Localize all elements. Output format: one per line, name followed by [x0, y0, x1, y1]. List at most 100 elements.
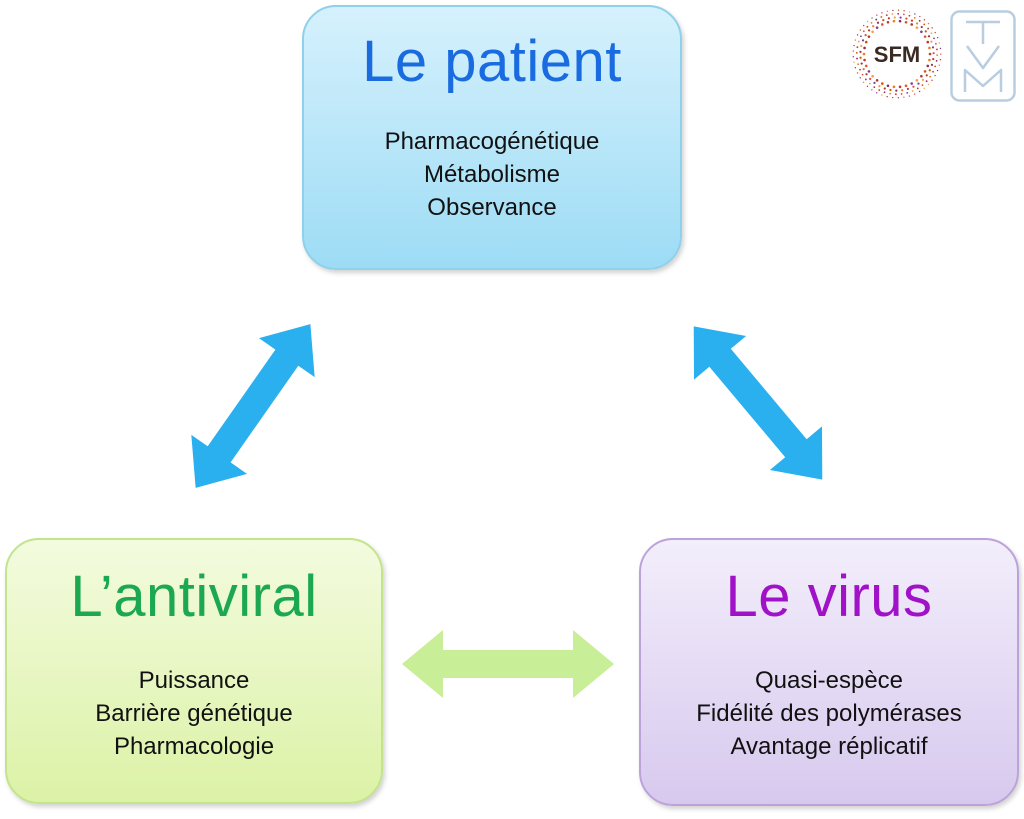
sfm-logo-dot: [876, 21, 880, 24]
sfm-logo-dot: [864, 64, 868, 68]
sfm-logo-dot: [862, 81, 865, 84]
sfm-logo-dot: [900, 93, 903, 95]
sfm-logo-dot: [932, 57, 935, 61]
sfm-logo-dot: [933, 37, 935, 40]
node-antiviral-items: Puissance Barrière génétique Pharmacolog…: [7, 664, 381, 763]
sfm-logo-dot: [934, 31, 936, 34]
sfm-logo-dot: [928, 69, 931, 72]
sfm-logo-dot: [936, 54, 939, 57]
sfm-logo-dot: [856, 57, 858, 60]
sfm-logo-dot: [923, 19, 926, 21]
node-patient-title: Le patient: [362, 29, 622, 94]
sfm-logo-dot: [853, 44, 855, 47]
node-item: Observance: [427, 194, 557, 221]
sfm-logo-dot: [913, 93, 916, 95]
sfm-logo-dot: [881, 94, 883, 96]
sfm-logo-dot: [872, 25, 875, 28]
sfm-logo-dot: [906, 91, 909, 94]
node-patient: Le patient Pharmacogénétique Métabolisme…: [302, 5, 682, 270]
sfm-logo-dot: [852, 56, 854, 58]
sfm-logo-dot: [936, 36, 939, 39]
sfm-logo-dot: [895, 89, 898, 92]
sfm-logo-dot: [856, 46, 859, 49]
sfm-logo-dot: [939, 59, 942, 61]
sfm-logo-dot: [903, 10, 905, 12]
sfm-logo-dot: [938, 42, 941, 44]
sfm-logo-dot: [930, 63, 934, 66]
sfm-logo-dot: [918, 90, 921, 93]
sfm-logo-dot: [857, 40, 860, 43]
sfm-logo-dot: [927, 35, 931, 38]
sfm-logo-dot: [873, 86, 876, 89]
sfm-logo-dot: [917, 82, 920, 85]
sfm-logo-dot: [855, 51, 858, 54]
sfm-logo-dot: [860, 35, 862, 38]
sfm-logo-dot: [932, 70, 934, 73]
sfm-logo-dot: [921, 78, 925, 81]
node-virus-title: Le virus: [725, 564, 933, 629]
sfm-logo-dot: [886, 20, 890, 24]
arrow-antiviral-patient: [191, 324, 315, 488]
sfm-logo-dot: [925, 80, 928, 83]
sfm-logo-dot: [926, 40, 930, 44]
sfm-logo-dot: [903, 96, 905, 98]
sfm-logo-dot: [926, 64, 930, 68]
sfm-logo-dot: [861, 73, 864, 76]
sfm-logo-dot: [862, 52, 866, 56]
sfm-logo-dot: [916, 22, 919, 25]
sfm-logo-dot: [924, 30, 927, 33]
sfm-logo-dot: [923, 87, 925, 90]
sfm-logo-dot: [923, 23, 926, 26]
sfm-logo-dot: [911, 90, 914, 92]
node-item: Quasi-espèce: [754, 667, 904, 694]
sfm-logo-dot: [931, 46, 935, 49]
sfm-logo-dot: [913, 17, 916, 19]
sfm-logo-dot: [906, 87, 910, 91]
sfm-logo-dot: [883, 91, 886, 94]
sfm-logo-dot: [878, 89, 881, 91]
sfm-logo-dot: [857, 63, 860, 66]
sfm-logo-dot: [882, 18, 885, 22]
node-virus: Le virus Quasi-espèce Fidélité des polym…: [639, 538, 1019, 806]
sfm-logo-dot: [905, 17, 908, 20]
sfm-logo-dot: [875, 26, 879, 29]
sfm-logo-dot: [880, 23, 884, 26]
sfm-logo-dot: [904, 20, 908, 24]
sfm-logo-dot: [866, 85, 869, 88]
sfm-logo-dot: [897, 97, 899, 99]
sfm-logo-dot: [920, 25, 923, 29]
sfm-logo-dot: [912, 85, 915, 88]
sfm-logo-dot: [854, 39, 857, 41]
tvm-logo-icon: [950, 10, 1016, 102]
sfm-logo-dot: [856, 72, 859, 74]
sfm-logo-dot: [861, 39, 865, 42]
sfm-logo-dot: [938, 64, 941, 66]
arrow-antiviral-virus: [402, 630, 614, 698]
sfm-logo-dot: [923, 35, 927, 38]
sfm-logo-dot: [925, 74, 928, 77]
sfm-logo-dot: [880, 82, 884, 85]
sfm-logo-dot: [929, 75, 932, 78]
sfm-logo-dot: [880, 16, 883, 18]
sfm-logo-dot: [928, 58, 931, 62]
sfm-logo-dot: [910, 82, 914, 85]
sfm-logo-dot: [904, 84, 908, 88]
sfm-logo-dot: [859, 50, 862, 53]
sfm-logo-dot: [915, 26, 919, 29]
sfm-logo-dot: [852, 50, 854, 52]
node-virus-items: Quasi-espèce Fidélité des polymérases Av…: [641, 664, 1017, 763]
sfm-logo-dot: [935, 59, 938, 62]
sfm-logo-dot: [859, 68, 861, 71]
sfm-logo-dot: [893, 16, 896, 19]
node-item: Pharmacologie: [113, 733, 275, 760]
sfm-logo-dot: [930, 40, 933, 43]
sfm-logo-dot: [864, 34, 867, 37]
sfm-logo-dot: [860, 44, 863, 48]
sfm-logo-dot: [854, 67, 857, 69]
sfm-logo-dot: [886, 10, 889, 12]
node-item: Fidélité des polymérases: [696, 700, 962, 727]
sfm-logo-dot: [863, 24, 865, 27]
sfm-logo-dot: [916, 87, 919, 90]
sfm-logo-dot: [866, 20, 869, 23]
